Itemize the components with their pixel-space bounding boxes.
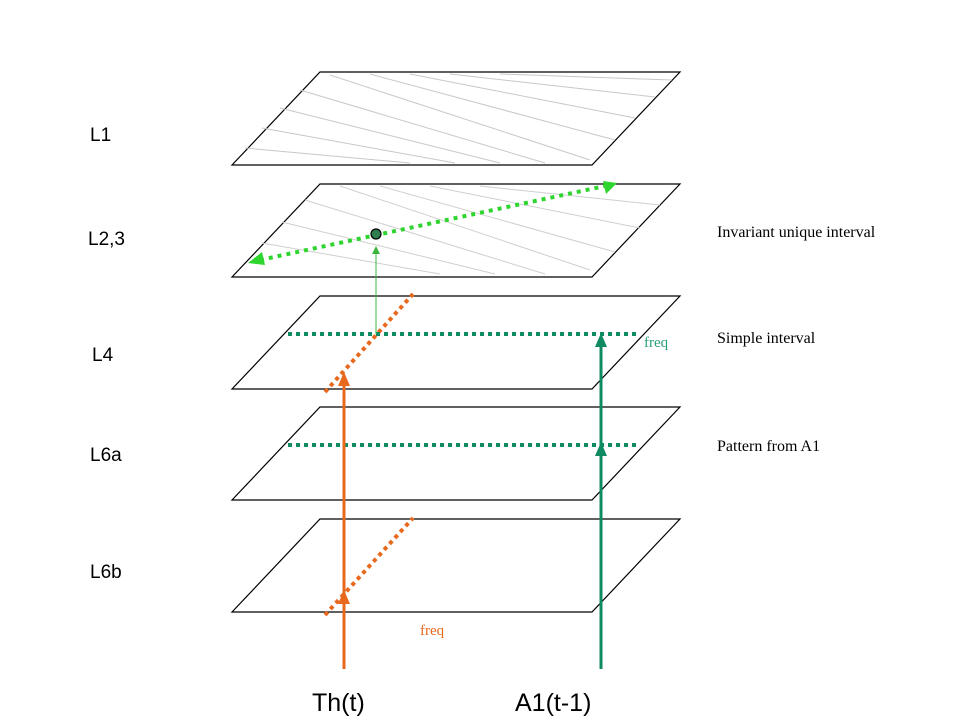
layer-plane-l4 xyxy=(230,295,682,390)
annotation-simple-interval: Simple interval xyxy=(717,330,816,347)
annotation-pattern-from-a1: Pattern from A1 xyxy=(717,438,820,455)
l23-node xyxy=(370,228,382,240)
invariant-double-arrow xyxy=(248,181,617,265)
layer-label-l4: L4 xyxy=(92,345,114,366)
layer-label-l23: L2,3 xyxy=(88,229,125,250)
freq-label-orange: freq xyxy=(420,623,445,639)
layer-plane-l6a xyxy=(230,406,682,501)
orange-dotted-diagonal-l6b xyxy=(323,516,415,617)
orange-dotted-diagonal-l4 xyxy=(323,292,415,394)
thalamus-input-arrow xyxy=(338,372,350,669)
l4-to-l23-arrow xyxy=(372,246,380,334)
layer-plane-l6b xyxy=(230,518,682,613)
a1-input-arrow xyxy=(595,333,607,669)
freq-label-green: freq xyxy=(644,335,669,351)
input-label-a1: A1(t-1) xyxy=(515,689,591,717)
input-label-thalamus: Th(t) xyxy=(312,689,365,717)
annotation-invariant-unique-interval: Invariant unique interval xyxy=(717,224,876,241)
layer-plane-l1 xyxy=(230,71,682,166)
layer-label-l6b: L6b xyxy=(90,562,122,583)
layer-plane-l23 xyxy=(230,183,682,278)
layer-label-l1: L1 xyxy=(90,125,111,146)
layer-label-l6a: L6a xyxy=(90,445,122,466)
